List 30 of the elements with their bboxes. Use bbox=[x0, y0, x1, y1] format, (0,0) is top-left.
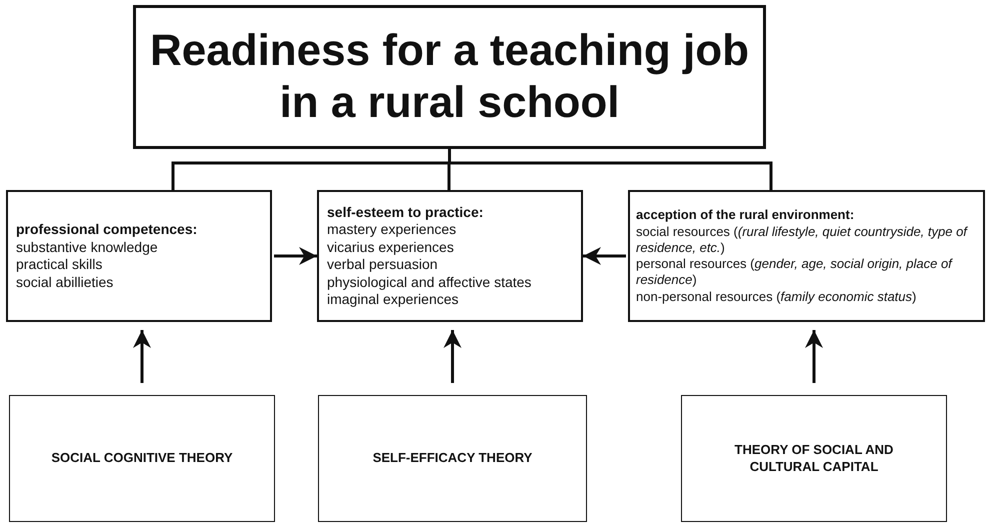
list-item: vicarius experiences bbox=[327, 238, 455, 256]
arrow bbox=[805, 330, 823, 383]
box-heading: professional competences: bbox=[16, 221, 198, 238]
list-item: social abillieties bbox=[16, 274, 114, 291]
list-item: substantive knowledge bbox=[16, 238, 159, 256]
list-item: social resources ((rural lifestyle, quiet countryside, type of residence, etc.) bbox=[636, 224, 969, 256]
list-item: verbal persuasion bbox=[327, 256, 439, 274]
list-item: mastery experiences bbox=[327, 221, 458, 238]
box-heading: self-esteem to practice: bbox=[327, 204, 484, 221]
arrow bbox=[444, 330, 462, 383]
concept-box bbox=[628, 190, 985, 322]
theory-label: THEORY OF SOCIAL AND CULTURAL CAPITAL bbox=[734, 442, 894, 476]
concept-box bbox=[317, 190, 583, 322]
list-item: practical skills bbox=[16, 256, 104, 274]
theory-label: SOCIAL COGNITIVE THEORY bbox=[50, 450, 234, 467]
concept-box bbox=[6, 190, 272, 322]
title-box bbox=[133, 5, 766, 149]
arrow bbox=[274, 247, 317, 265]
list-item: personal resources (gender, age, social origin, place of residence) bbox=[636, 256, 954, 288]
list-item: imaginal experiences bbox=[327, 291, 460, 308]
theory-box bbox=[318, 395, 587, 522]
title-text: Readiness for a teaching job in a rural school bbox=[148, 25, 750, 129]
list-item: physiological and affective states bbox=[327, 274, 532, 291]
theory-box bbox=[9, 395, 275, 522]
list-item: non-personal resources (family economic status) bbox=[636, 288, 918, 305]
theory-label: SELF-EFFICACY THEORY bbox=[372, 450, 534, 467]
arrow bbox=[583, 247, 626, 265]
box-heading: acception of the rural environment: bbox=[636, 207, 856, 224]
theory-box bbox=[681, 395, 947, 522]
arrow bbox=[133, 330, 151, 383]
